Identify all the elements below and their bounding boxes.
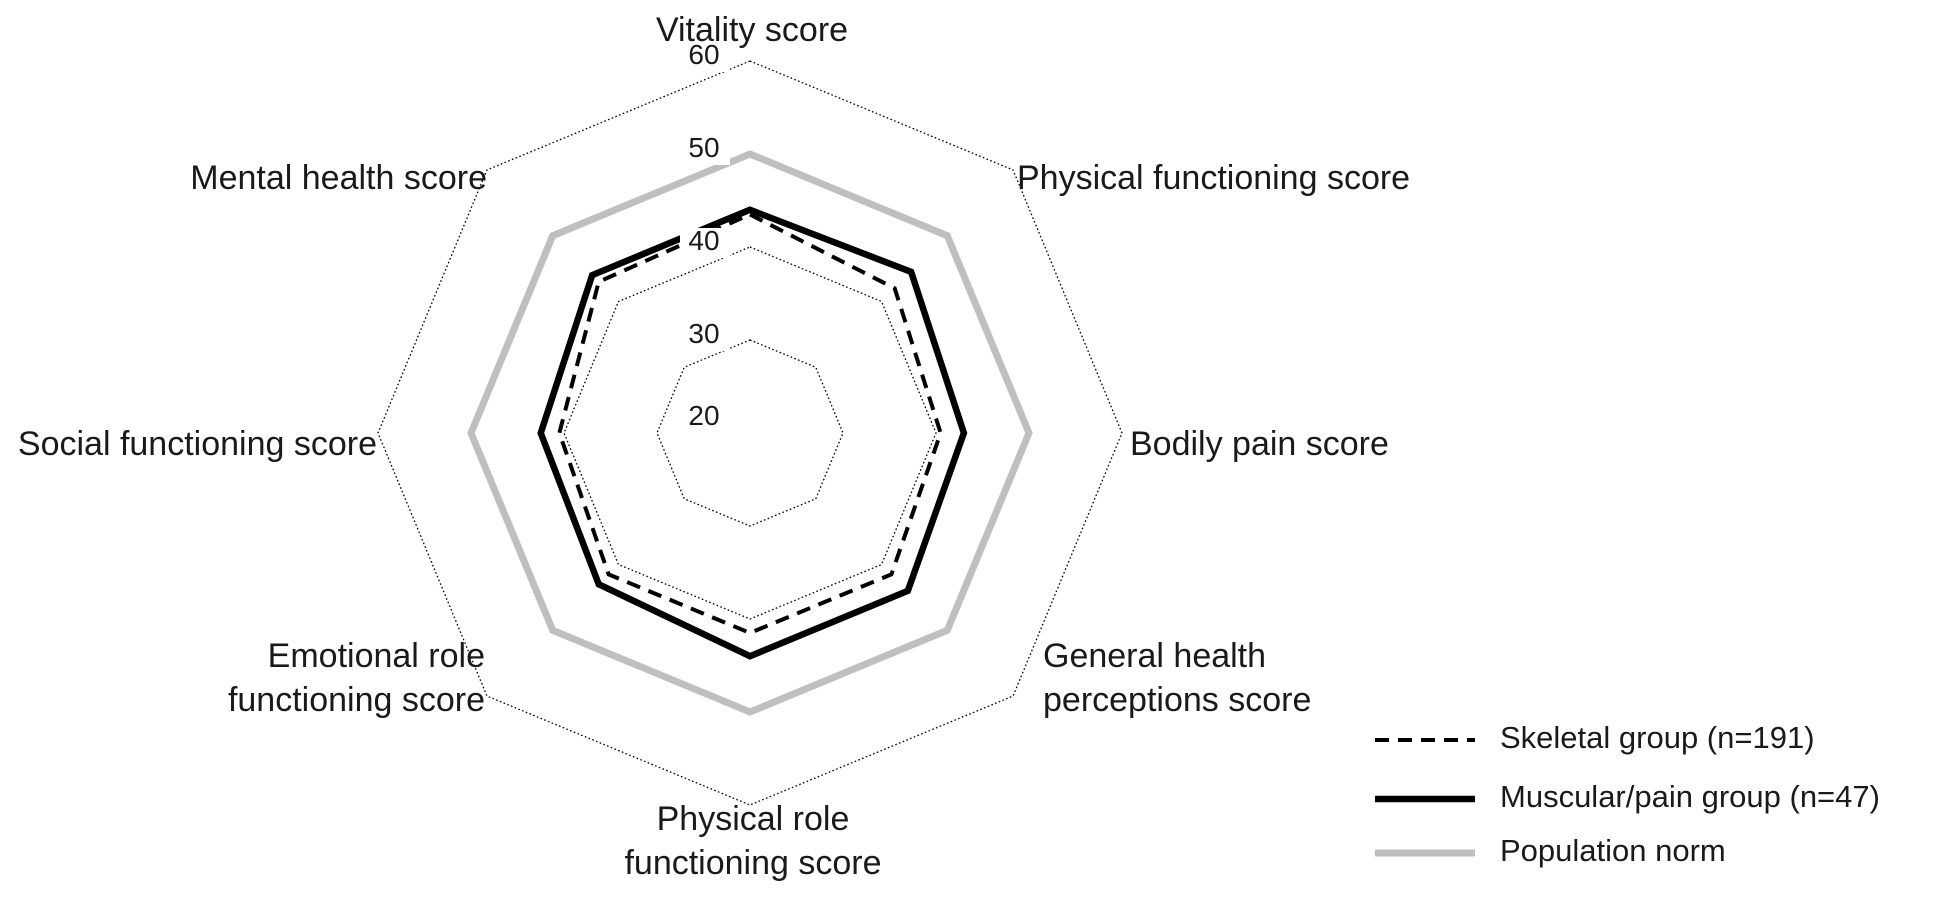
series-skeletal: [557, 212, 943, 636]
category-label-1-line-0: Physical functioning score: [1017, 159, 1410, 197]
category-label-4-line-1: functioning score: [624, 844, 881, 882]
grid-ring-40: [563, 246, 937, 620]
series-muscular-pain: [537, 206, 968, 660]
tick-bg-30: [680, 321, 730, 351]
category-label-5-line-1: functioning score: [228, 681, 485, 719]
legend-label-1: Muscular/pain group (n=47): [1500, 779, 1880, 814]
category-label-2-line-0: Bodily pain score: [1130, 425, 1389, 463]
category-label-4-line-0: Physical role: [657, 800, 850, 838]
tick-bg-50: [680, 135, 730, 165]
legend-label-0: Skeletal group (n=191): [1500, 720, 1815, 755]
grid-ring-30: [656, 339, 844, 527]
tick-bg-20: [680, 403, 730, 433]
category-label-6-line-0: Social functioning score: [18, 425, 377, 463]
category-label-3-line-0: General health: [1043, 637, 1266, 675]
category-label-7-line-0: Mental health score: [190, 159, 487, 197]
radar-series: [467, 150, 1033, 716]
tick-bg-40: [680, 228, 730, 258]
category-label-3-line-1: perceptions score: [1043, 681, 1311, 719]
tick-label-30: 30: [688, 318, 719, 349]
category-label-0-line-0: Vitality score: [656, 11, 848, 49]
grid-ring-60: [377, 60, 1123, 806]
radial-tick-labels: 20 30 40 50 60: [680, 39, 730, 433]
legend: Skeletal group (n=191) Muscular/pain grou…: [1375, 720, 1880, 868]
radar-grid: [377, 60, 1123, 806]
category-label-5-line-0: Emotional role: [268, 637, 485, 675]
legend-label-2: Population norm: [1500, 833, 1726, 868]
tick-bg-60: [680, 42, 730, 72]
series-population-norm: [467, 150, 1033, 716]
tick-label-50: 50: [688, 132, 719, 163]
tick-label-20: 20: [688, 400, 719, 431]
tick-label-40: 40: [688, 225, 719, 256]
tick-label-60: 60: [688, 39, 719, 70]
